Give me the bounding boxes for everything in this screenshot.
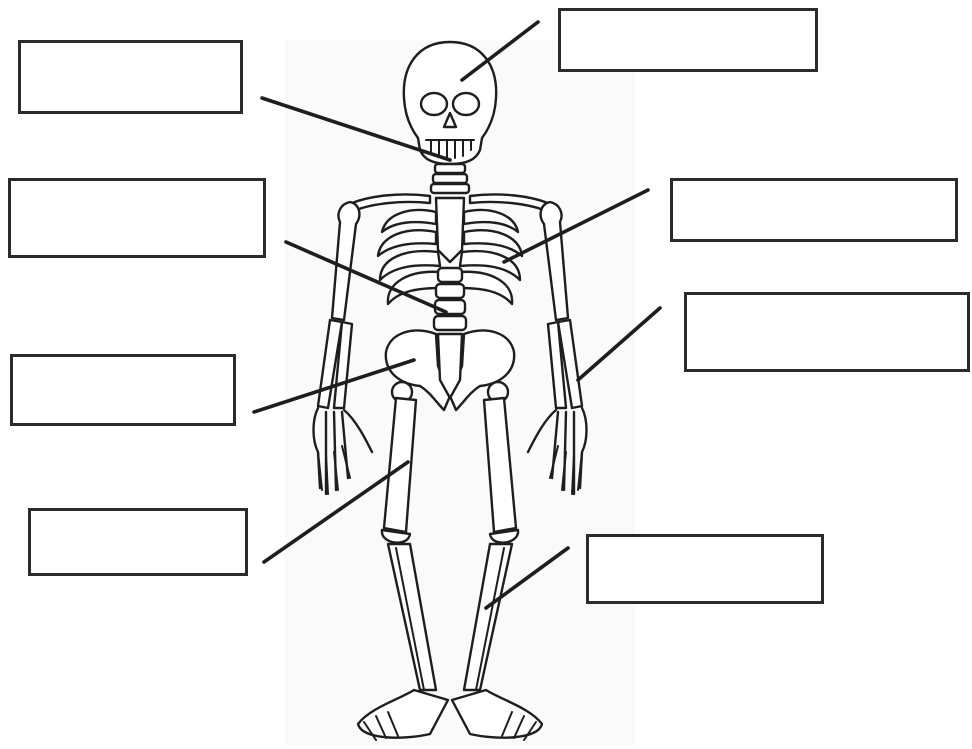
cervical-vertebrae (431, 164, 469, 193)
label-box-tibia[interactable] (586, 534, 824, 604)
right-eye-socket (453, 93, 479, 115)
label-box-femur[interactable] (28, 508, 248, 576)
label-box-skull[interactable] (558, 8, 818, 72)
label-box-pelvis[interactable] (10, 354, 236, 426)
label-box-forearm[interactable] (684, 292, 970, 372)
label-box-spine[interactable] (8, 178, 266, 258)
left-eye-socket (421, 93, 447, 115)
sternum (436, 198, 464, 262)
label-box-ribs[interactable] (670, 178, 958, 242)
spine (434, 268, 466, 330)
label-box-neck[interactable] (18, 40, 243, 114)
